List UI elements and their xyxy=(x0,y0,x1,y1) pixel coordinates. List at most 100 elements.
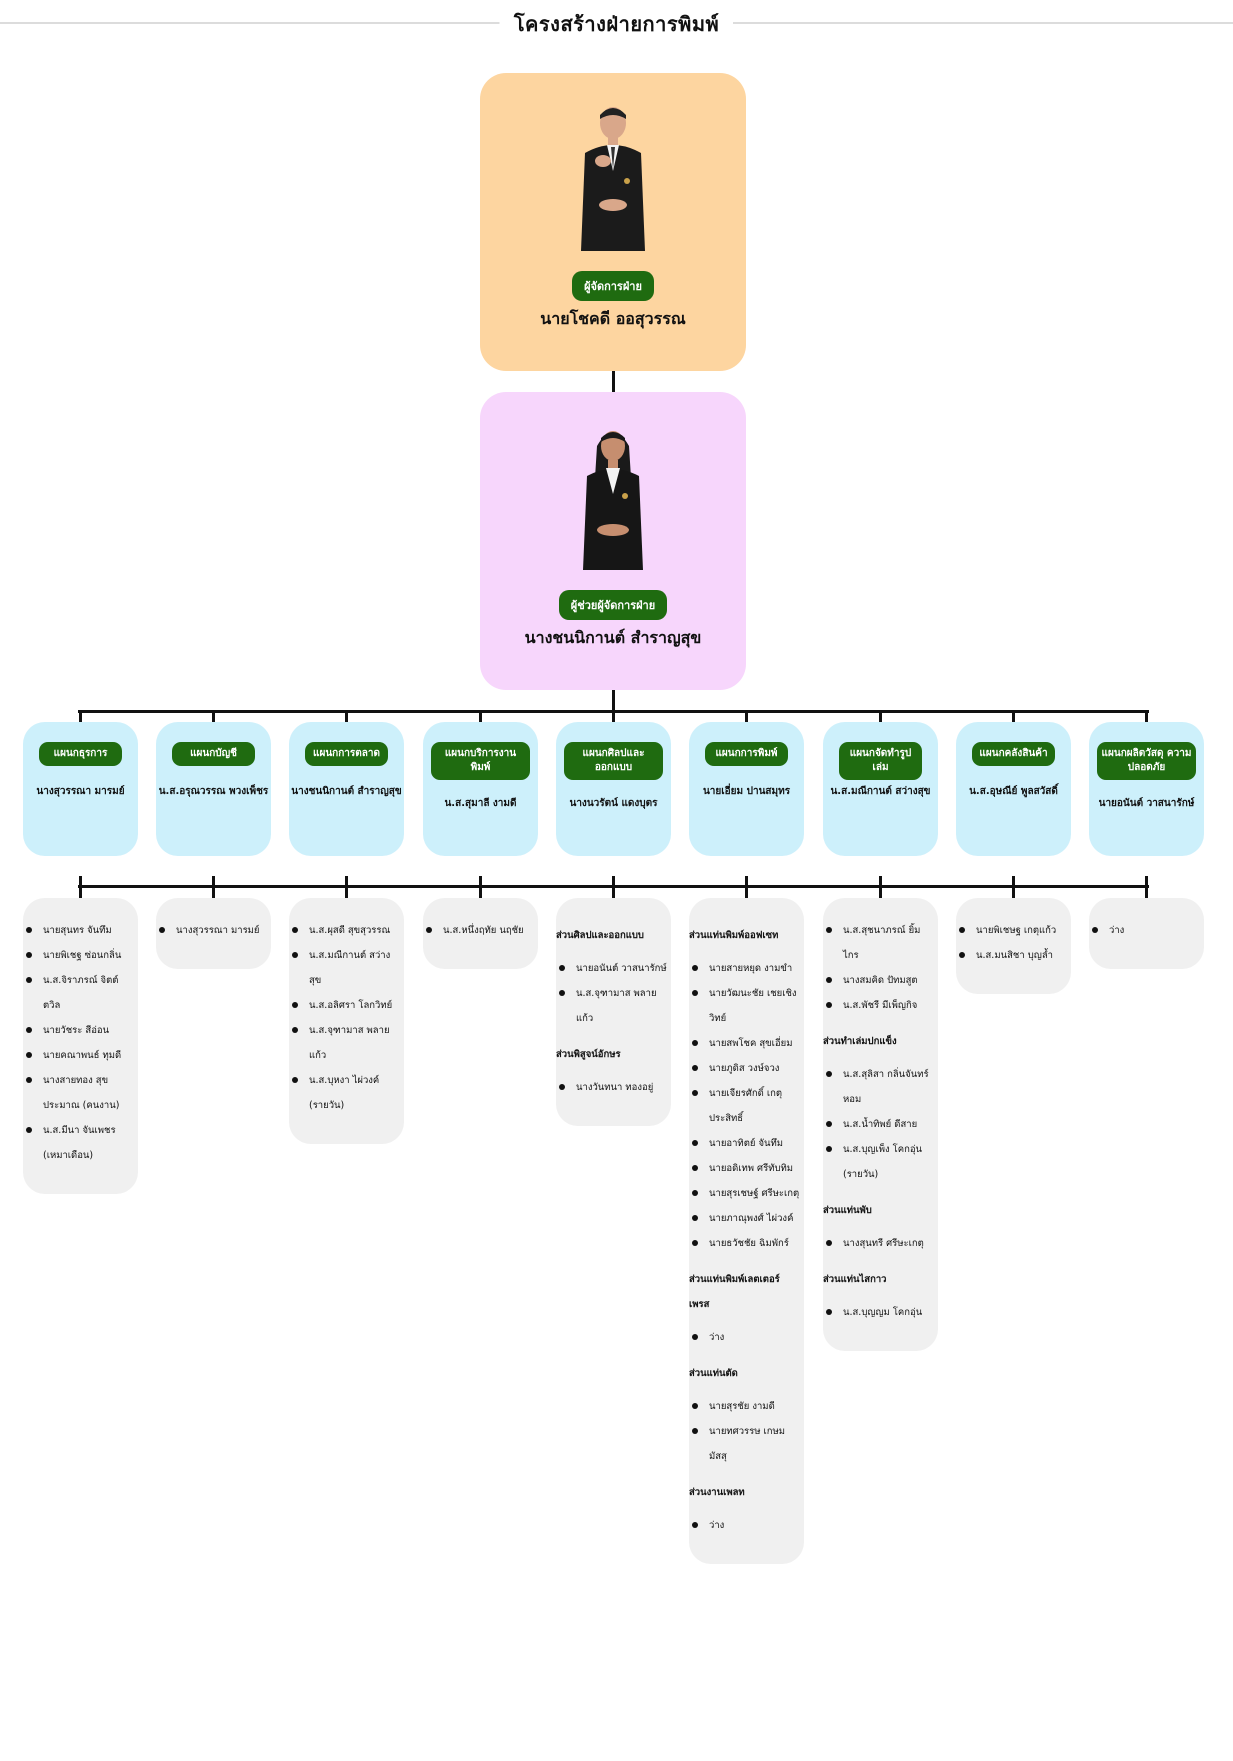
department-head-name: น.ส.อรุณวรรณ พวงเพ็ชร xyxy=(158,786,269,797)
staff-section-heading: ส่วนแท่นพิมพ์เลตเตอร์ เพรส xyxy=(689,1274,780,1310)
staff-list-card: นายพิเชษฐ เกตุแก้วน.ส.มนสิชา บุญล้ำ xyxy=(956,898,1071,994)
department-head-name: น.ส.มณีกานต์ สว่างสุข xyxy=(830,786,931,797)
staff-member: น.ส.จุฑามาส พลาย แก้ว xyxy=(289,1018,404,1068)
staff-member: น.ส.บุหงา ไผ่วงค์ (รายวัน) xyxy=(289,1068,404,1118)
department-card: แผนกจัดทำรูปเล่มน.ส.มณีกานต์ สว่างสุข xyxy=(823,722,938,856)
connector-staff xyxy=(1012,876,1015,900)
staff-member: นายพิเชฐ ซ่อนกลิ่น xyxy=(23,943,138,968)
department-head-name: นายอนันต์ วาสนารักษ์ xyxy=(1098,798,1195,809)
staff-section-heading: ส่วนศิลปและออกแบบ xyxy=(556,930,644,941)
staff-member: น.ส.อลิศรา โลกวิทย์ xyxy=(289,993,404,1018)
department-name-badge: แผนกการตลาด xyxy=(305,742,388,766)
staff-member: นายภูดิส วงษ์จวง xyxy=(689,1056,804,1081)
connector-staff xyxy=(345,876,348,900)
department-card: แผนกการพิมพ์นายเอี่ยม ปานสมุทร xyxy=(689,722,804,856)
manager-role-badge: ผู้จัดการฝ่าย xyxy=(572,271,654,301)
connector-assistant-down xyxy=(612,690,615,712)
staff-list-card: น.ส.หนึ่งฤทัย นฤชัย xyxy=(423,898,538,969)
staff-member: น.ส.สุลิสา กลิ่นจันทร์ หอม xyxy=(823,1062,938,1112)
department-card: แผนกบริการงาน พิมพ์น.ส.สุมาลี งามดี xyxy=(423,722,538,856)
department-name-badge: แผนกศิลปและ ออกแบบ xyxy=(564,742,663,780)
staff-section-heading: ส่วนแท่นพิมพ์ออฟเซท xyxy=(689,930,779,941)
connector-staff xyxy=(212,876,215,900)
staff-list-card: น.ส.สุชนาภรณ์ ยิ้มไกรนางสมคิด ปัทมสูตน.ส… xyxy=(823,898,938,1351)
connector-department xyxy=(1145,710,1148,724)
connector-department xyxy=(745,710,748,724)
manager-card: ผู้จัดการฝ่าย นายโชคดี ออสุวรรณ xyxy=(480,73,746,371)
department-card: แผนกการตลาดนางชนนิกานต์ สำราญสุข xyxy=(289,722,404,856)
staff-member: น.ส.มนสิชา บุญล้ำ xyxy=(956,943,1071,968)
connector-staff xyxy=(612,876,615,900)
staff-member: นายอดิเทพ ศรีทับทิม xyxy=(689,1156,804,1181)
staff-member: นายเจียรศักดิ์ เกตุ ประสิทธิ์ xyxy=(689,1081,804,1131)
staff-member: นางสุนทรี ศรีษะเกตุ xyxy=(823,1231,938,1256)
connector-staff xyxy=(1145,876,1148,900)
staff-section-heading: ส่วนแท่นไสกาว xyxy=(823,1274,887,1285)
staff-member: นายพิเชษฐ เกตุแก้ว xyxy=(956,918,1071,943)
department-head-name: นายเอี่ยม ปานสมุทร xyxy=(702,786,791,797)
staff-section-heading: ส่วนแท่นตัด xyxy=(689,1368,738,1379)
department-name-badge: แผนกบริการงาน พิมพ์ xyxy=(431,742,530,780)
department-name-badge: แผนกคลังสินค้า xyxy=(972,742,1055,766)
assistant-name: นางชนนิกานต์ สำราญสุข xyxy=(524,628,702,647)
department-head-name: นางสุวรรณา มารมย์ xyxy=(36,786,125,797)
department-card: แผนกผลิตวัสดุ ความปลอดภัยนายอนันต์ วาสนา… xyxy=(1089,722,1204,856)
department-head-name: น.ส.อุษณีย์ พูลสวัสดิ์ xyxy=(969,786,1058,797)
staff-member: นางสายทอง สุข ประมาณ (คนงาน) xyxy=(23,1068,138,1118)
connector-department xyxy=(612,710,615,724)
staff-member: ว่าง xyxy=(689,1513,804,1538)
staff-member: ว่าง xyxy=(689,1325,804,1350)
staff-member: นายทศวรรษ เกษม มัสสุ xyxy=(689,1419,804,1469)
staff-member: นายสพโชค สุขเอี่ยม xyxy=(689,1031,804,1056)
staff-list-card: นางสุวรรณา มารมย์ xyxy=(156,898,271,969)
department-name-badge: แผนกธุรการ xyxy=(39,742,122,766)
staff-section-heading: ส่วนแท่นพับ xyxy=(823,1205,872,1216)
staff-member: นายธวัชชัย ฉิมพักร์ xyxy=(689,1231,804,1256)
staff-member: นายสุรชัย งามดี xyxy=(689,1394,804,1419)
department-name-badge: แผนกจัดทำรูปเล่ม xyxy=(839,742,922,780)
connector-department xyxy=(79,710,82,724)
connector-staff xyxy=(479,876,482,900)
staff-member: น.ส.บุญญม โคกอุ่น xyxy=(823,1300,938,1325)
staff-member: นางสุวรรณา มารมย์ xyxy=(156,918,271,943)
staff-member: น.ส.จุฑามาส พลาย แก้ว xyxy=(556,981,671,1031)
staff-member: นายอนันต์ วาสนารักษ์ xyxy=(556,956,671,981)
staff-member: น.ส.น้ำทิพย์ ดีสาย xyxy=(823,1112,938,1137)
department-name-badge: แผนกการพิมพ์ xyxy=(705,742,788,766)
staff-member: นายอาทิตย์ จันทึม xyxy=(689,1131,804,1156)
assistant-photo xyxy=(583,431,643,570)
staff-section-heading: ส่วนพิสูจน์อักษร xyxy=(556,1049,621,1060)
department-card: แผนกธุรการนางสุวรรณา มารมย์ xyxy=(23,722,138,856)
connector-department xyxy=(212,710,215,724)
staff-list-card: นายสุนทร จันทึมนายพิเชฐ ซ่อนกลิ่นน.ส.จิร… xyxy=(23,898,138,1194)
connector-department xyxy=(879,710,882,724)
connector-department xyxy=(479,710,482,724)
department-head-name: นางนวรัตน์ แดงบุตร xyxy=(569,798,658,809)
connector-department xyxy=(345,710,348,724)
manager-name: นายโชคดี ออสุวรรณ xyxy=(540,309,686,328)
staff-list-card: ส่วนแท่นพิมพ์ออฟเซทนายสายหยุด งามขำนายวั… xyxy=(689,898,804,1564)
connector-staff xyxy=(745,876,748,900)
staff-member: นายวัชระ สีอ่อน xyxy=(23,1018,138,1043)
staff-member: น.ส.จิราภรณ์ จิตต์ ตวิล xyxy=(23,968,138,1018)
assistant-role-badge: ผู้ช่วยผู้จัดการฝ่าย xyxy=(558,590,668,620)
staff-member: น.ส.มณีกานต์ สว่าง สุข xyxy=(289,943,404,993)
staff-section-heading: ส่วนงานเพลท xyxy=(689,1487,745,1498)
staff-member: น.ส.มีนา จันเพชร (เหมาเดือน) xyxy=(23,1118,138,1168)
staff-member: ว่าง xyxy=(1089,918,1204,943)
connector-staff xyxy=(79,876,82,900)
assistant-card: ผู้ช่วยผู้จัดการฝ่าย นางชนนิกานต์ สำราญส… xyxy=(480,392,746,690)
staff-list-card: น.ส.ผุสดี สุขสุวรรณน.ส.มณีกานต์ สว่าง สุ… xyxy=(289,898,404,1144)
manager-photo xyxy=(581,107,645,251)
staff-member: น.ส.ผุสดี สุขสุวรรณ xyxy=(289,918,404,943)
department-card: แผนกศิลปและ ออกแบบนางนวรัตน์ แดงบุตร xyxy=(556,722,671,856)
connector-staff xyxy=(879,876,882,900)
staff-member: นางวันทนา ทองอยู่ xyxy=(556,1075,671,1100)
staff-member: นายสายหยุด งามขำ xyxy=(689,956,804,981)
department-head-name: น.ส.สุมาลี งามดี xyxy=(444,798,517,809)
staff-member: นายคณาพนธ์ ทุมดี xyxy=(23,1043,138,1068)
staff-member: นางสมคิด ปัทมสูต xyxy=(823,968,938,993)
department-head-name: นางชนนิกานต์ สำราญสุข xyxy=(291,786,402,797)
connector-department xyxy=(1012,710,1015,724)
staff-member: น.ส.สุชนาภรณ์ ยิ้มไกร xyxy=(823,918,938,968)
